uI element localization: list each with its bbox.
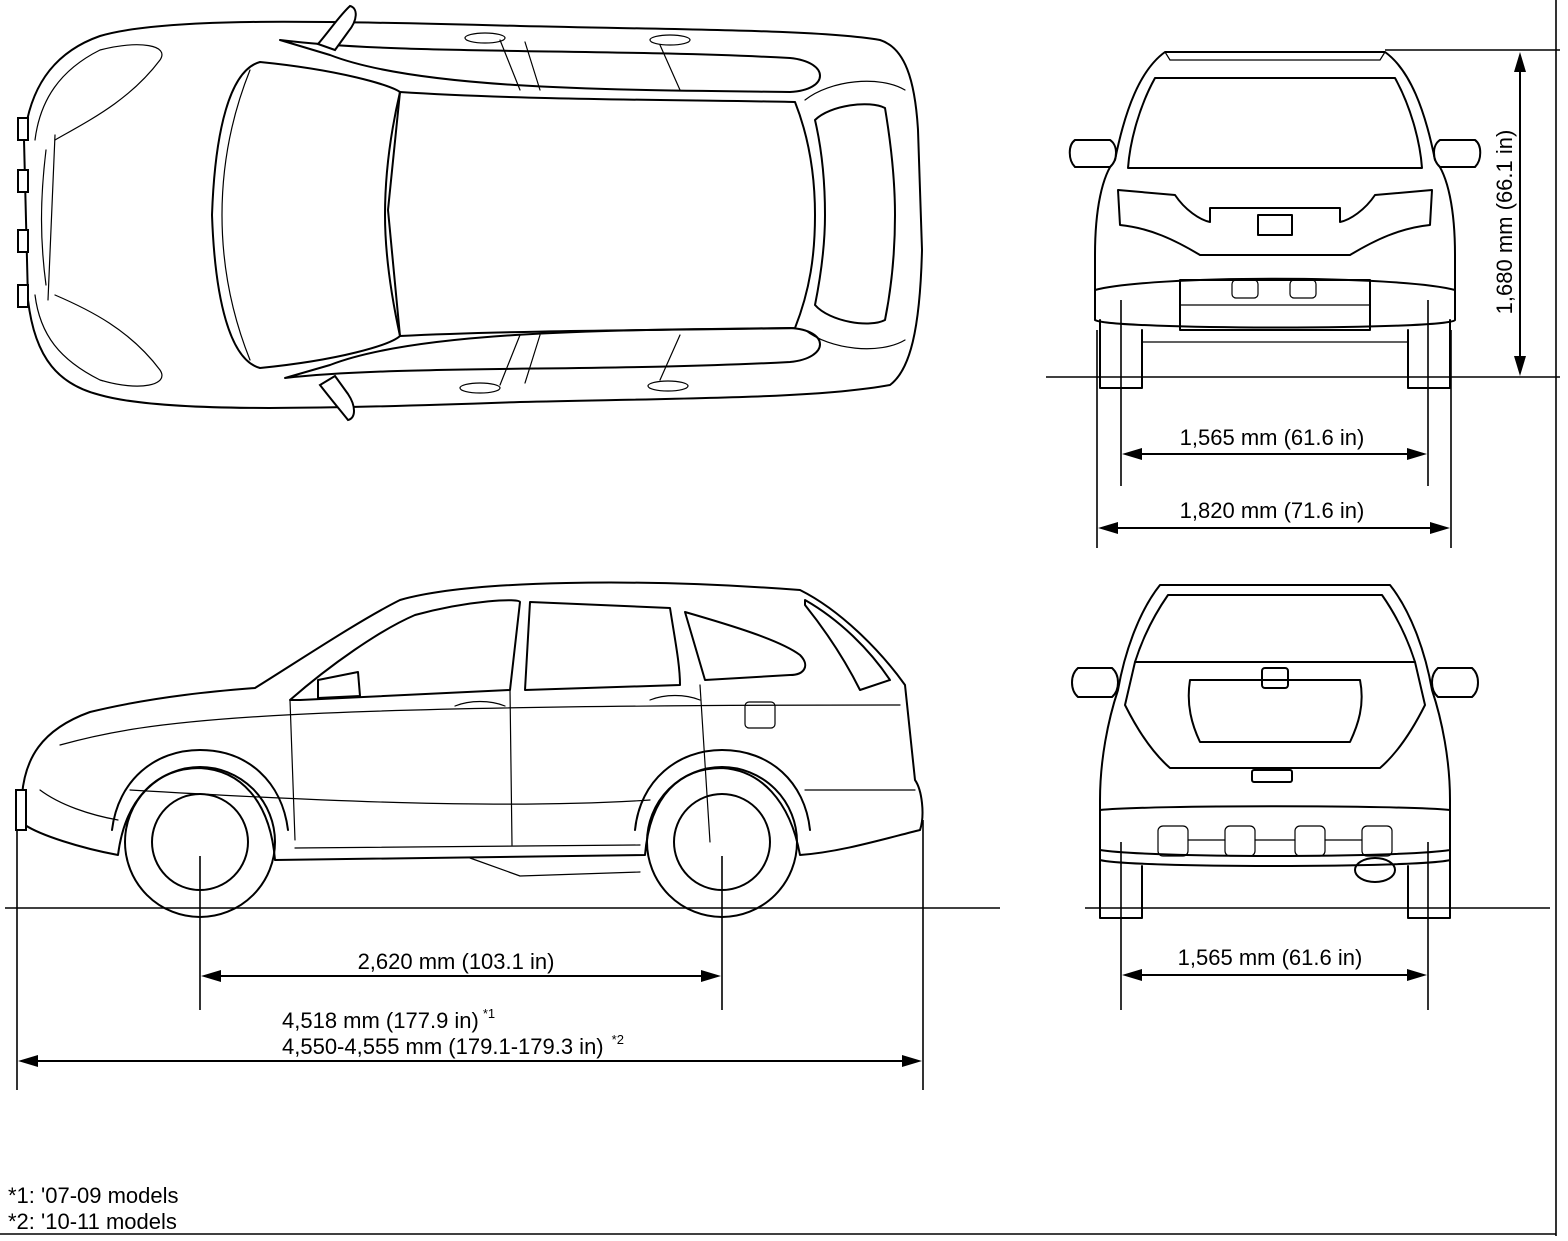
side-view-car <box>15 581 924 918</box>
length-label-2: 4,550-4,555 mm (179.1-179.3 in) *2 <box>282 1032 624 1059</box>
length-label-1: 4,518 mm (177.9 in) *1 <box>282 1006 495 1033</box>
top-view-car <box>17 4 923 422</box>
front-view-car <box>1068 51 1482 389</box>
length-value-2: 4,550-4,555 mm (179.1-179.3 in) <box>282 1034 604 1059</box>
footnote-1: *1: '07-09 models <box>8 1183 179 1208</box>
length-value-1: 4,518 mm (177.9 in) <box>282 1008 479 1033</box>
height-label: 1,680 mm (66.1 in) <box>1492 130 1517 315</box>
length-dimension <box>16 820 924 1090</box>
front-tread-dimension <box>1120 300 1429 486</box>
front-tread-label: 1,565 mm (61.6 in) <box>1180 425 1365 450</box>
rear-view-car <box>1071 584 1479 919</box>
rear-tread-dimension <box>1120 842 1429 1010</box>
wheelbase-label: 2,620 mm (103.1 in) <box>358 949 555 974</box>
height-dimension <box>1385 49 1560 376</box>
length-note-mark-1: *1 <box>483 1006 495 1021</box>
width-label: 1,820 mm (71.6 in) <box>1180 498 1365 523</box>
wheelbase-dimension <box>199 856 723 1010</box>
rear-tread-label: 1,565 mm (61.6 in) <box>1178 945 1363 970</box>
length-note-mark-2: *2 <box>612 1032 624 1047</box>
width-dimension <box>1096 330 1452 548</box>
footnote-2: *2: '10-11 models <box>8 1209 177 1234</box>
